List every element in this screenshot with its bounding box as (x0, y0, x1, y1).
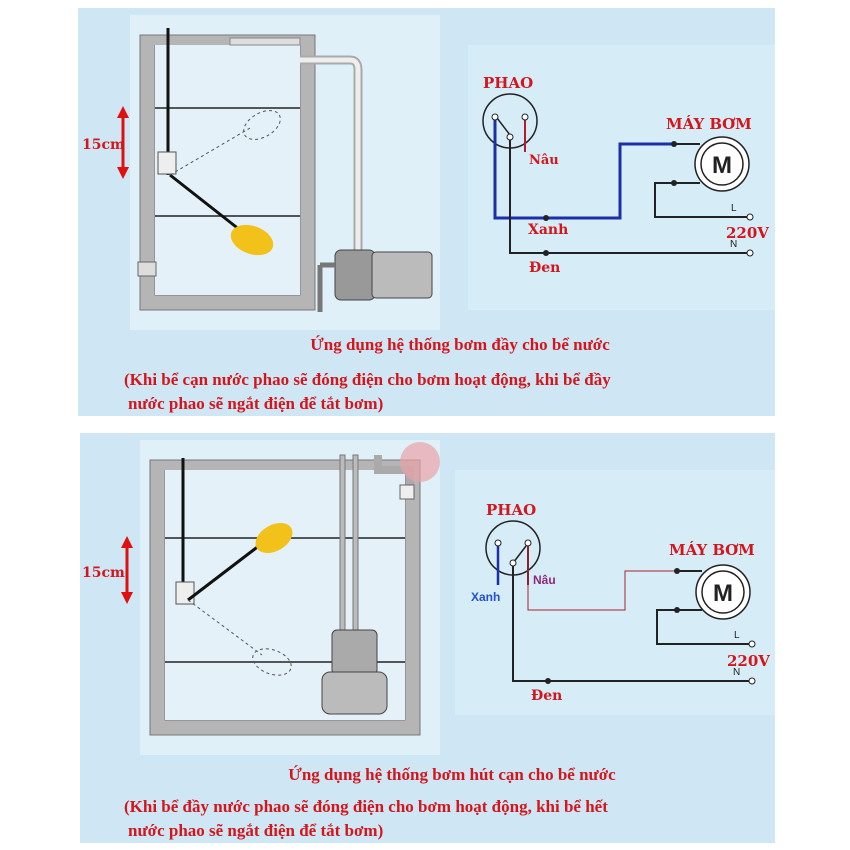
line-l-label: L (731, 203, 737, 214)
pump-label: MÁY BƠM (669, 541, 755, 559)
height-label: 15cm (82, 137, 125, 153)
bottom-title: Ứng dụng hệ thống bơm hút cạn cho bể nướ… (288, 765, 616, 784)
height-indicator: 15cm (82, 536, 133, 604)
wire-black-label: Đen (529, 260, 560, 276)
line-n-label: N (730, 239, 737, 250)
motor-symbol (694, 136, 750, 192)
bottom-description-line1: (Khi bể đầy nước phao sẽ đóng điện cho b… (124, 797, 608, 816)
float-label: PHAO (483, 74, 533, 92)
wire-brown-label: Nâu (529, 153, 559, 168)
top-description-line1: (Khi bể cạn nước phao sẽ đóng điện cho b… (124, 370, 611, 389)
motor-label: M (713, 580, 733, 607)
voltage-label: 220V (727, 652, 770, 670)
height-indicator: 15cm (82, 106, 129, 179)
motor-symbol (695, 564, 751, 620)
fill-circuit: M PHAO MÁY BƠM Nâu Xanh Đen L N 220V (482, 74, 769, 276)
bottom-description-line2: nước phao sẽ ngắt điện để tắt bơm) (128, 821, 383, 840)
top-panel: 15cm M PHAO MÁY BƠM Nâu Xanh Đen L N 220 (78, 8, 775, 416)
top-description-line2: nước phao sẽ ngắt điện để tắt bơm) (128, 394, 383, 413)
line-n-label: N (733, 667, 740, 678)
watermark-logo (400, 442, 440, 482)
fill-tank (137, 28, 433, 312)
voltage-label: 220V (726, 224, 769, 242)
float-ball (230, 224, 274, 256)
wire-brown-label: Nâu (533, 573, 556, 587)
bottom-panel: 15cm M PHAO MÁY BƠM Nâu Xanh Đen L N 2 (80, 433, 775, 843)
wire-black-label: Đen (531, 688, 562, 704)
drain-tank (149, 442, 440, 736)
height-label: 15cm (82, 565, 125, 581)
surface-pump (317, 249, 433, 312)
submersible-pump (321, 629, 388, 715)
wire-blue-label: Xanh (528, 222, 568, 238)
float-ball (255, 522, 293, 554)
float-label: PHAO (486, 501, 536, 519)
motor-label: M (712, 152, 732, 179)
drain-circuit: M PHAO MÁY BƠM Nâu Xanh Đen L N 220V (471, 501, 770, 704)
line-l-label: L (734, 630, 740, 641)
wire-blue-label: Xanh (471, 590, 500, 604)
top-title: Ứng dụng hệ thống bơm đầy cho bể nước (310, 335, 610, 354)
pump-label: MÁY BƠM (666, 115, 752, 133)
